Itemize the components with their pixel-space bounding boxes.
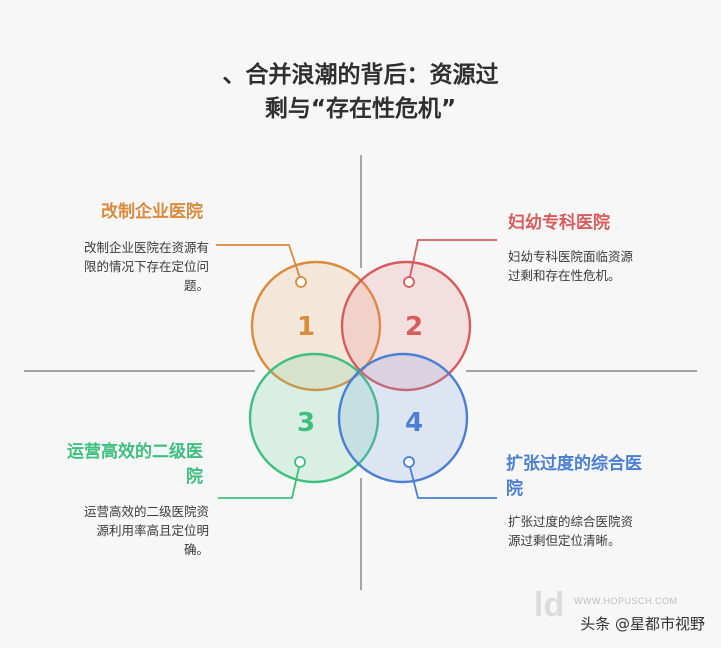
item-3-body: 运营高效的二级医院资 源利用率高且定位明 确。	[83, 504, 209, 557]
circle-1	[250, 260, 382, 392]
item-4-heading: 扩张过度的综合医 院	[506, 454, 642, 499]
watermark-mark: ld	[534, 586, 565, 624]
item-1-heading: 改制企业医院	[101, 202, 203, 222]
connector-1-dot	[295, 276, 307, 288]
circle-3-number: 3	[297, 408, 315, 438]
connector-1	[216, 244, 302, 282]
circles	[248, 260, 472, 484]
circle-1-number: 1	[297, 312, 315, 342]
connector-3	[218, 462, 301, 499]
connector-2-dot	[403, 276, 415, 288]
watermark-url: WWW.HOPUSCH.COM	[574, 596, 678, 606]
title-line-2: 剩与“存在性危机”	[264, 96, 457, 122]
item-4-body: 扩张过度的综合医院资 源过剩但定位清晰。	[508, 514, 634, 548]
circle-2	[340, 260, 472, 392]
circle-2-number: 2	[405, 312, 423, 342]
connector-3-dot	[294, 456, 306, 468]
item-2-body: 妇幼专科医院面临资源 过剩和存在性危机。	[508, 249, 634, 283]
connector-4-dot	[403, 456, 415, 468]
item-2-heading: 妇幼专科医院	[508, 213, 610, 233]
connector-2	[408, 239, 497, 282]
page-title: 、合并浪潮的背后：资源过 剩与“存在性危机”	[0, 58, 721, 126]
item-3-heading: 运营高效的二级医 院	[67, 442, 203, 487]
title-line-1: 、合并浪潮的背后：资源过	[222, 62, 499, 88]
brand-credit: 头条 @星都市视野	[580, 615, 705, 633]
connector-4	[408, 462, 497, 499]
circle-4	[337, 352, 469, 484]
item-1-body: 改制企业医院在资源有 限的情况下存在定位问 题。	[83, 240, 209, 293]
circle-3	[248, 352, 380, 484]
circle-4-number: 4	[405, 408, 423, 438]
